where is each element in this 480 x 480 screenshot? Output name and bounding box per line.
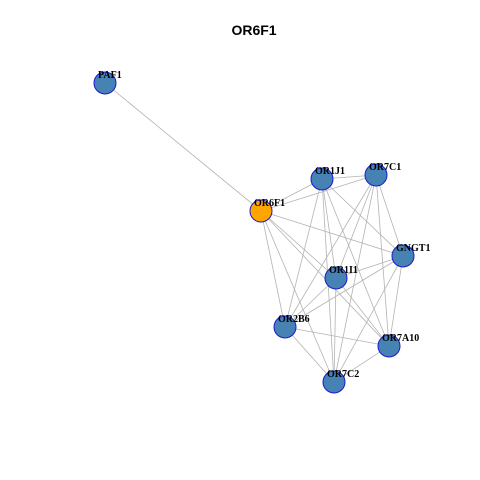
node-paf1[interactable]: PAF1 [93, 70, 122, 95]
node-label: OR2B6 [278, 314, 310, 325]
edge-or7c1-or2b6 [284, 174, 377, 328]
edge-layer [104, 82, 404, 383]
edge-or1j1-or2b6 [284, 178, 323, 328]
node-label: OR7C1 [369, 162, 401, 173]
edge-or1j1-or7a10 [321, 178, 390, 347]
node-or7a10[interactable]: OR7A10 [377, 333, 419, 358]
edge-gngt1-or7a10 [388, 255, 404, 347]
node-or1i1[interactable]: OR1I1 [324, 265, 358, 290]
node-label: OR1I1 [329, 265, 358, 276]
edge-gngt1-or1i1 [335, 255, 404, 279]
node-or1j1[interactable]: OR1J1 [310, 166, 345, 191]
edge-gngt1-or2b6 [284, 255, 404, 328]
node-label: OR7C2 [327, 369, 359, 380]
node-or2b6[interactable]: OR2B6 [273, 314, 310, 339]
node-circle[interactable] [322, 370, 346, 394]
edge-or7c1-gngt1 [375, 174, 404, 257]
node-circle[interactable] [324, 266, 348, 290]
node-circle[interactable] [391, 244, 415, 268]
edge-or1i1-or2b6 [284, 277, 337, 328]
edge-or1i1-or7a10 [335, 277, 390, 347]
edge-or7c1-or7a10 [375, 174, 390, 347]
edge-or1j1-gngt1 [321, 178, 404, 257]
edge-paf1-or6f1 [104, 82, 262, 212]
edge-or1i1-or7c2 [333, 277, 337, 383]
edge-gngt1-or7c2 [333, 255, 404, 383]
node-label: OR6F1 [254, 198, 285, 209]
edge-or7c1-or7c2 [333, 174, 377, 383]
node-label: GNGT1 [396, 243, 430, 254]
edge-or6f1-gngt1 [260, 210, 404, 257]
node-gngt1[interactable]: GNGT1 [391, 243, 430, 268]
node-label: OR7A10 [382, 333, 419, 344]
node-or6f1[interactable]: OR6F1 [249, 198, 285, 223]
edge-or1j1-or1i1 [321, 178, 337, 279]
node-label: PAF1 [98, 70, 122, 81]
graph-title: OR6F1 [231, 22, 276, 38]
node-circle[interactable] [273, 315, 297, 339]
node-circle[interactable] [364, 163, 388, 187]
node-circle[interactable] [249, 199, 273, 223]
node-or7c2[interactable]: OR7C2 [322, 369, 359, 394]
edge-or6f1-or7c2 [260, 210, 335, 383]
edge-or7c1-or1i1 [335, 174, 377, 279]
node-or7c1[interactable]: OR7C1 [364, 162, 401, 187]
node-circle[interactable] [93, 71, 117, 95]
edge-or6f1-or1i1 [260, 210, 337, 279]
node-label: OR1J1 [315, 166, 345, 177]
node-circle[interactable] [310, 167, 334, 191]
edge-or2b6-or7c2 [284, 326, 335, 383]
edge-or2b6-or7a10 [284, 326, 390, 347]
edge-or6f1-or2b6 [260, 210, 286, 328]
node-circle[interactable] [377, 334, 401, 358]
